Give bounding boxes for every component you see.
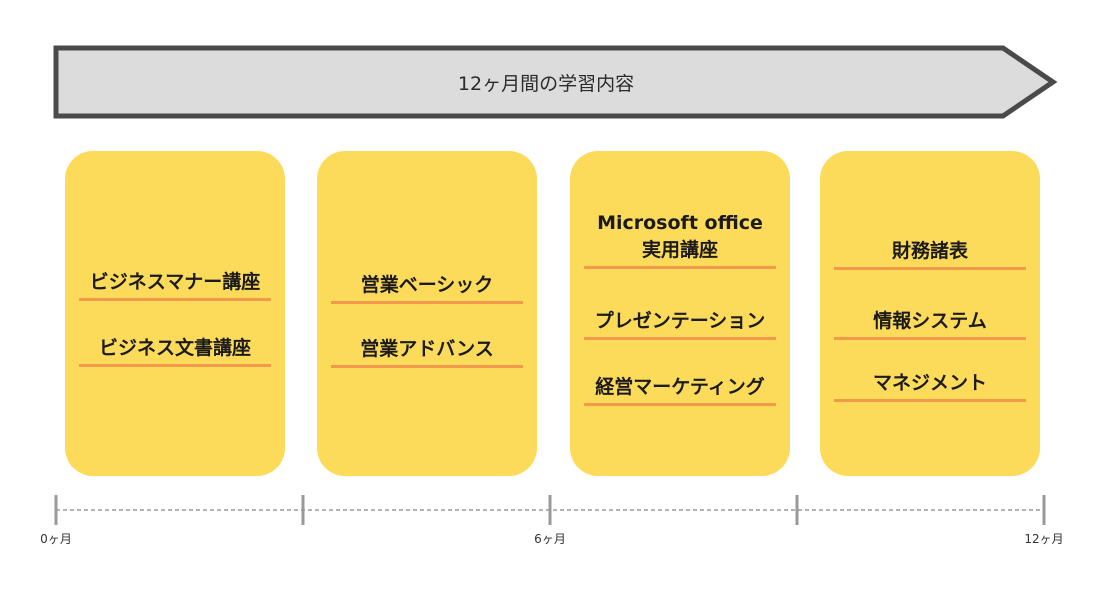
timeline-label: 12ヶ月: [1024, 532, 1064, 546]
card-period-1: ビジネスマナー講座 ビジネス文書講座: [65, 151, 285, 476]
course-item: プレゼンテーション: [584, 308, 776, 340]
course-item: 情報システム: [834, 308, 1026, 340]
timeline-ticks: [54, 495, 1046, 525]
course-item: ビジネス文書講座: [79, 335, 271, 367]
course-item: 営業ベーシック: [331, 272, 523, 304]
timeline-banner: 12ヶ月間の学習内容: [53, 45, 1059, 119]
course-item: マネジメント: [834, 370, 1026, 402]
course-item: 経営マーケティング: [584, 374, 776, 406]
banner-arrow-shape: [53, 45, 1058, 119]
card-period-3: Microsoft office 実用講座 プレゼンテーション 経営マーケティン…: [570, 151, 790, 476]
banner-title: 12ヶ月間の学習内容: [457, 72, 635, 95]
course-item: ビジネスマナー講座: [79, 269, 271, 301]
course-item: Microsoft office 実用講座: [584, 210, 776, 269]
card-period-4: 財務諸表 情報システム マネジメント: [820, 151, 1040, 476]
course-item: 財務諸表: [834, 238, 1026, 270]
timeline-axis: [54, 495, 1046, 525]
timeline-label: 0ヶ月: [40, 532, 72, 546]
timeline-label: 6ヶ月: [534, 532, 566, 546]
course-item: 営業アドバンス: [331, 336, 523, 368]
card-period-2: 営業ベーシック 営業アドバンス: [317, 151, 537, 476]
